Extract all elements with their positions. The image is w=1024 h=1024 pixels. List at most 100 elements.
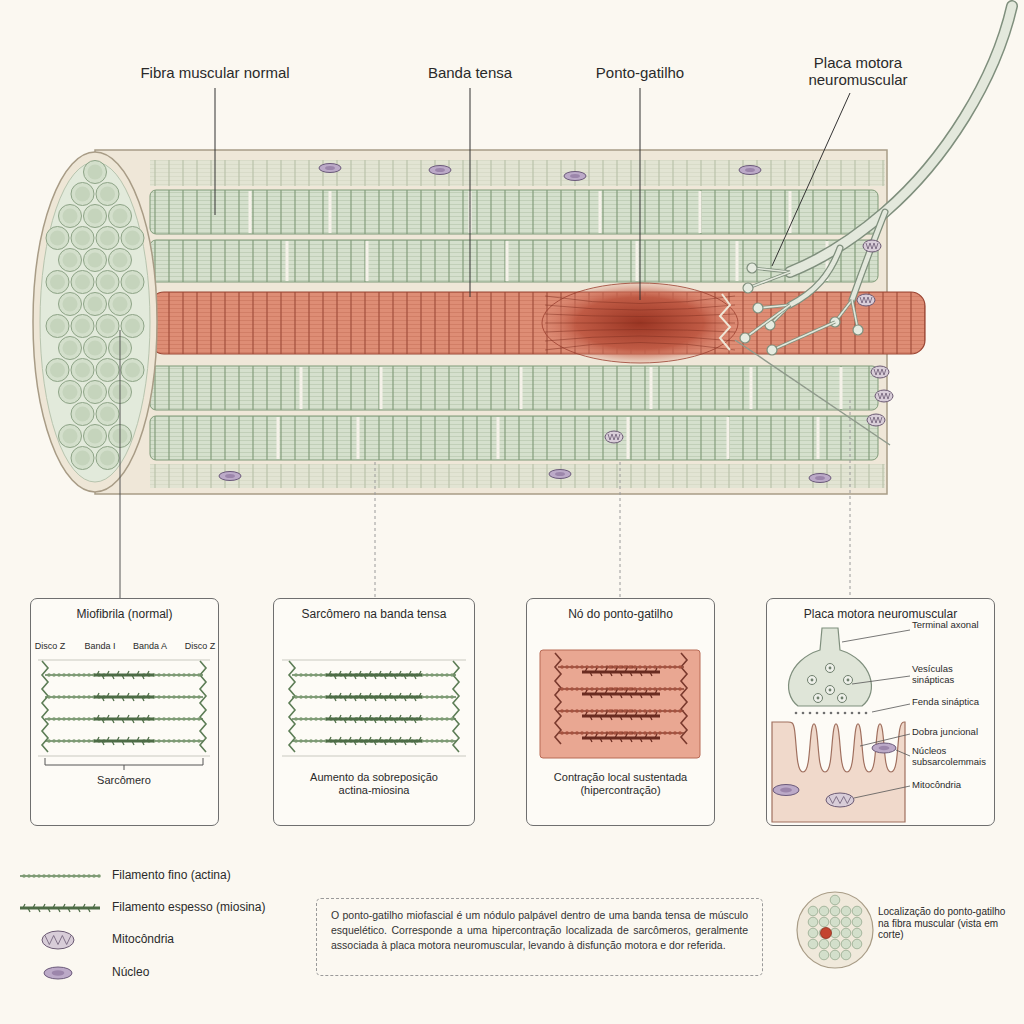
myosin-head <box>374 741 376 745</box>
actin-bead <box>628 731 632 735</box>
actin-bead <box>97 874 101 878</box>
actin-bead <box>162 695 166 699</box>
actin-bead <box>82 695 86 699</box>
actin-bead <box>668 731 672 735</box>
actin-bead <box>314 695 318 699</box>
leader-line <box>860 734 910 746</box>
myosin-head <box>394 697 396 701</box>
synaptic-cleft-dot <box>844 712 847 715</box>
actin-bead <box>608 731 612 735</box>
actin-bead <box>618 687 622 691</box>
actin-bead <box>157 673 161 677</box>
dashed-leader-line <box>850 400 851 598</box>
myosin-head <box>339 693 341 697</box>
myosin-head <box>605 712 607 716</box>
myosin-head <box>63 904 65 908</box>
myosin-head <box>137 737 139 741</box>
myosin-head <box>339 715 341 719</box>
myosin-head <box>329 737 331 741</box>
actin-bead <box>22 874 26 878</box>
actin-bead <box>299 717 303 721</box>
synaptic-vesicle <box>826 686 835 695</box>
actin-bead <box>47 717 51 721</box>
panel-background <box>273 598 475 826</box>
locator-myofibril <box>852 928 862 938</box>
leader-line <box>852 676 910 684</box>
myosin-head <box>142 675 144 679</box>
myofibril-section <box>59 337 82 360</box>
actin-bead <box>425 739 429 743</box>
myofibril-core <box>125 319 140 334</box>
caption-box: O ponto-gatilho miofascial é um nódulo p… <box>316 898 763 976</box>
fiber-boundary <box>497 417 500 459</box>
actin-bead <box>197 695 201 699</box>
myosin-head <box>414 697 416 701</box>
synaptic-vesicle <box>814 694 823 703</box>
myosin-head <box>394 741 396 745</box>
vesicle-content <box>847 679 850 682</box>
actin-bead <box>314 673 318 677</box>
myofibril-section <box>96 359 119 382</box>
actin-bead <box>673 665 677 669</box>
myosin-head <box>344 741 346 745</box>
myosin-head <box>97 737 99 741</box>
actin-bead <box>82 717 86 721</box>
actin-bead <box>590 709 594 713</box>
fiber-boundary <box>750 367 753 409</box>
locator-myofibril <box>852 939 862 949</box>
myosin-head <box>334 697 336 701</box>
actin-bead <box>294 695 298 699</box>
actin-bead <box>57 717 61 721</box>
actin-bead <box>157 695 161 699</box>
myosin-head <box>384 697 386 701</box>
myosin-head <box>359 693 361 697</box>
myofibril-section <box>71 359 94 382</box>
myofibril-section <box>109 293 132 316</box>
actin-bead <box>663 731 667 735</box>
vesicle-content <box>841 697 844 700</box>
actin-bead <box>440 673 444 677</box>
locator-myofibril <box>819 917 829 927</box>
actin-bead <box>668 687 672 691</box>
myofibril-core <box>88 297 103 312</box>
annotation-label: Banda A <box>128 641 172 651</box>
myosin-head <box>112 741 114 745</box>
myosin-head <box>389 671 391 675</box>
actin-bead <box>67 695 71 699</box>
actin-bead <box>425 673 429 677</box>
actin-bead <box>435 695 439 699</box>
myosin-head <box>379 737 381 741</box>
fiber-boundary <box>277 417 280 459</box>
locator-myofibril <box>841 939 851 949</box>
actin-bead <box>182 673 186 677</box>
myofibril-core <box>100 363 115 378</box>
actin-bead <box>87 695 91 699</box>
locator-myofibril <box>841 950 851 960</box>
contracted-myofibril <box>545 323 735 324</box>
actin-bead <box>600 687 604 691</box>
myosin-head <box>137 693 139 697</box>
myosin-head <box>369 671 371 675</box>
locator-cross-section <box>797 892 873 968</box>
part-label: Placa motora neuromuscular <box>788 54 928 89</box>
myosin-head <box>615 734 617 738</box>
myosin-head <box>53 904 55 908</box>
actin-bead <box>187 739 191 743</box>
actin-bead <box>197 673 201 677</box>
myosin-head <box>585 690 587 694</box>
legend-swatch <box>44 967 72 979</box>
myofibril-section <box>71 447 94 470</box>
mitochondrion-cristae <box>45 936 71 945</box>
actin-bead <box>430 695 434 699</box>
motor-nerve-outline <box>852 212 885 300</box>
mitochondrion <box>875 390 893 402</box>
myosin-head <box>655 734 657 738</box>
locator-myofibril <box>852 917 862 927</box>
myosin-head <box>409 737 411 741</box>
actin-bead <box>425 695 429 699</box>
panel-heading: Placa motora neuromuscular <box>773 607 988 621</box>
myofibril-section <box>109 249 132 272</box>
actin-bead <box>304 673 308 677</box>
actin-bead <box>590 687 594 691</box>
actin-bead <box>177 717 181 721</box>
